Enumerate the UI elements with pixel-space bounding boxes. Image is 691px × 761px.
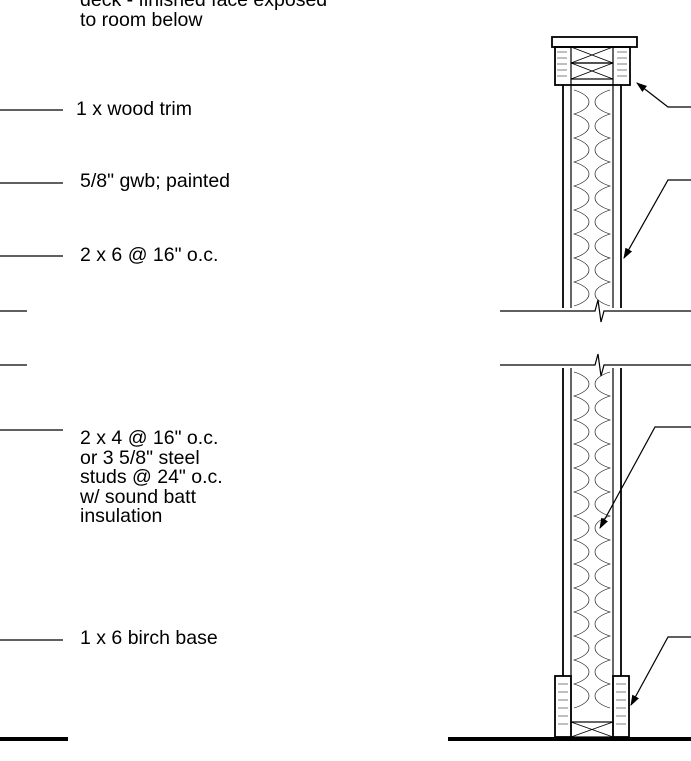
leader-arrow-trim <box>636 82 691 108</box>
leader-arrow-studs <box>599 426 691 529</box>
label-studs-line-1: 2 x 4 @ 16" o.c. <box>80 427 219 449</box>
label-gwb-text: 5/8" gwb; painted <box>80 170 231 192</box>
label-studs-line-2: or 3 5/8" steel <box>80 446 200 469</box>
label-wood-trim-text: 1 x wood trim <box>76 98 192 120</box>
label-gwb: 5/8" gwb; painted <box>80 170 231 192</box>
wall-lower <box>562 368 622 722</box>
label-studs-line-5: insulation <box>80 505 163 527</box>
base-assembly <box>554 675 630 738</box>
label-studs: 2 x 4 @ 16" o.c. or 3 5/8" steel studs @… <box>80 427 223 527</box>
deck-note-line-2: to room below <box>80 8 203 31</box>
deck-note: deck - finished face exposed to room bel… <box>80 0 327 30</box>
break-lines <box>500 299 691 377</box>
top-trim-assembly <box>551 36 638 86</box>
insulation-lower <box>572 371 612 709</box>
leader-arrow-gwb <box>623 179 691 259</box>
deck-note-line-1: deck - finished face exposed <box>80 0 328 11</box>
label-studs-line-3: studs @ 24" o.c. <box>80 466 223 488</box>
label-birch-base: 1 x 6 birch base <box>80 627 218 649</box>
label-studs-line-4: w/ sound batt <box>80 485 196 508</box>
label-birch-base-text: 1 x 6 birch base <box>80 627 218 649</box>
label-joist: 2 x 6 @ 16" o.c. <box>80 244 219 266</box>
label-wood-trim: 1 x wood trim <box>76 98 192 120</box>
label-joist-text: 2 x 6 @ 16" o.c. <box>80 244 219 266</box>
leader-arrow-base <box>630 636 691 706</box>
wall-upper <box>562 79 622 308</box>
insulation-upper <box>572 89 612 307</box>
